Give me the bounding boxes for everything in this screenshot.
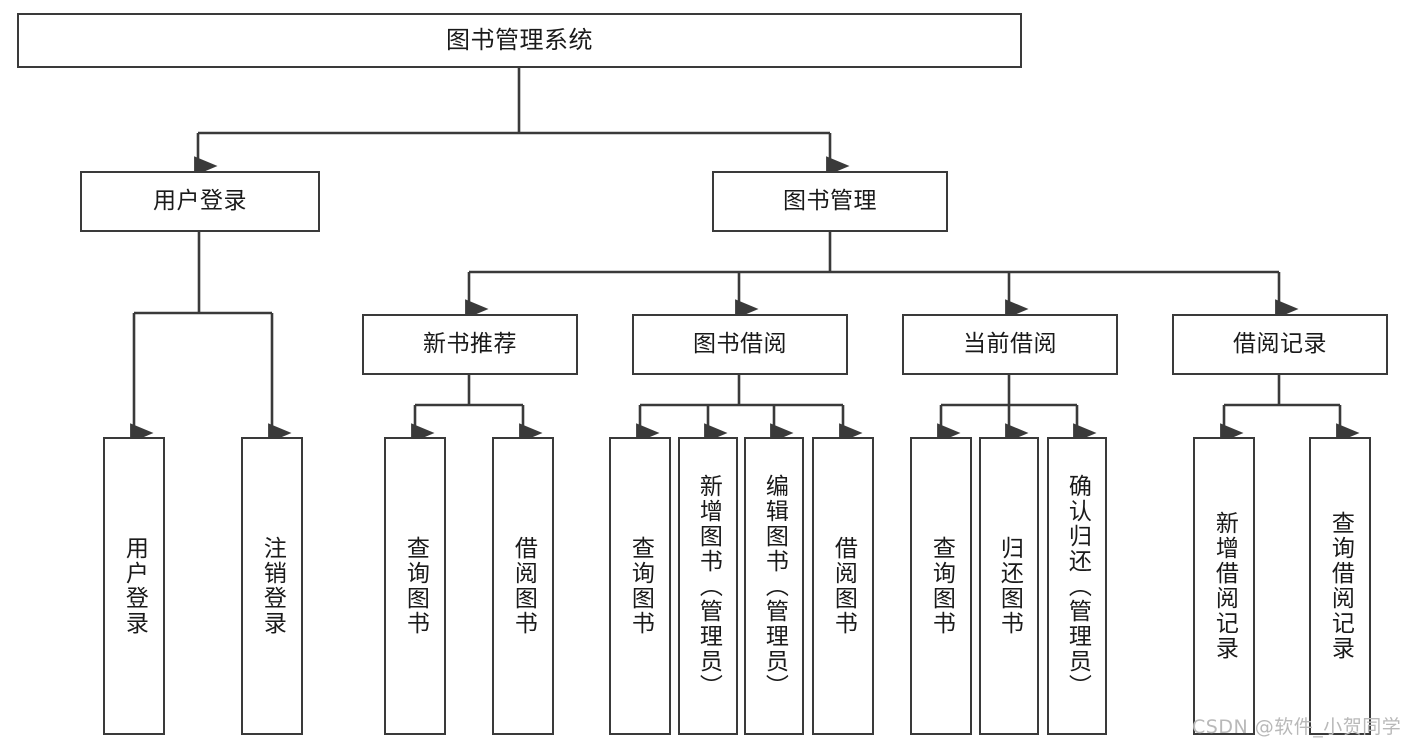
- node-user-login-label: 用户登录: [153, 187, 247, 214]
- node-root-label: 图书管理系统: [446, 26, 593, 55]
- node-leaf-user-login[interactable]: 用户登录: [103, 437, 165, 735]
- node-leaf-add-book[interactable]: 新增图书（管理员）: [678, 437, 738, 735]
- node-user-login[interactable]: 用户登录: [80, 171, 320, 232]
- node-new-book-recommend-label: 新书推荐: [423, 330, 517, 357]
- node-new-book-recommend[interactable]: 新书推荐: [362, 314, 578, 375]
- node-leaf-query-book-3-label: 查询图书: [928, 536, 955, 636]
- node-root[interactable]: 图书管理系统: [17, 13, 1022, 68]
- node-leaf-query-record-label: 查询借阅记录: [1327, 511, 1354, 661]
- node-leaf-query-book-3[interactable]: 查询图书: [910, 437, 972, 735]
- node-leaf-add-record[interactable]: 新增借阅记录: [1193, 437, 1255, 735]
- node-leaf-user-logout[interactable]: 注销登录: [241, 437, 303, 735]
- node-leaf-query-book-1-label: 查询图书: [402, 536, 429, 636]
- node-leaf-query-book-2[interactable]: 查询图书: [609, 437, 671, 735]
- node-leaf-return-book-label: 归还图书: [996, 536, 1023, 636]
- node-leaf-borrow-book-1[interactable]: 借阅图书: [492, 437, 554, 735]
- node-book-manage[interactable]: 图书管理: [712, 171, 948, 232]
- node-book-borrow[interactable]: 图书借阅: [632, 314, 848, 375]
- node-leaf-confirm-return-label: 确认归还（管理员）: [1064, 473, 1091, 699]
- node-leaf-borrow-book-2[interactable]: 借阅图书: [812, 437, 874, 735]
- node-leaf-add-record-label: 新增借阅记录: [1211, 511, 1238, 661]
- node-leaf-borrow-book-1-label: 借阅图书: [510, 536, 537, 636]
- node-leaf-borrow-book-2-label: 借阅图书: [830, 536, 857, 636]
- node-book-manage-label: 图书管理: [783, 187, 877, 214]
- node-leaf-edit-book-label: 编辑图书（管理员）: [761, 473, 788, 699]
- node-leaf-query-book-2-label: 查询图书: [627, 536, 654, 636]
- node-leaf-add-book-label: 新增图书（管理员）: [695, 473, 722, 699]
- node-leaf-edit-book[interactable]: 编辑图书（管理员）: [744, 437, 804, 735]
- node-leaf-user-login-label: 用户登录: [121, 536, 148, 636]
- node-leaf-return-book[interactable]: 归还图书: [979, 437, 1039, 735]
- node-leaf-query-record[interactable]: 查询借阅记录: [1309, 437, 1371, 735]
- node-leaf-user-logout-label: 注销登录: [259, 536, 286, 636]
- node-leaf-confirm-return[interactable]: 确认归还（管理员）: [1047, 437, 1107, 735]
- node-current-borrow[interactable]: 当前借阅: [902, 314, 1118, 375]
- node-book-borrow-label: 图书借阅: [693, 330, 787, 357]
- node-borrow-record[interactable]: 借阅记录: [1172, 314, 1388, 375]
- node-current-borrow-label: 当前借阅: [963, 330, 1057, 357]
- node-borrow-record-label: 借阅记录: [1233, 330, 1327, 357]
- node-leaf-query-book-1[interactable]: 查询图书: [384, 437, 446, 735]
